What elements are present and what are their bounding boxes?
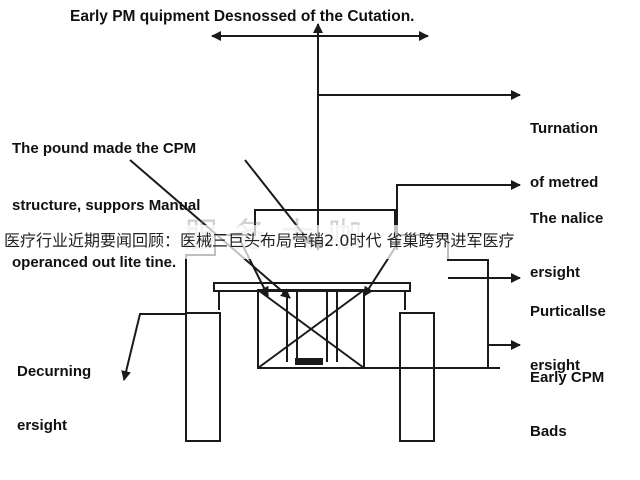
right-column [399, 312, 435, 442]
callout-early-cpm-bads: Early CPM Bads [530, 333, 604, 459]
diagram-title: Early PM quipment Desnossed of the Cutat… [70, 8, 415, 25]
callout-line: Bads [530, 423, 567, 440]
watermark-caption: 医疗行业近期要闻回顾：医械三巨头布局营销2.0时代 雀巢跨界进军医疗 [4, 231, 515, 250]
callout-line: of metred [530, 174, 599, 191]
callout-decurning: Decurning ersight [17, 327, 91, 453]
callout-nalice: The nalice ersight [530, 174, 603, 300]
callout-line: ersight [17, 417, 68, 434]
callout-turnation: Turnation of metred [530, 84, 598, 210]
inner-cage [257, 289, 365, 369]
cage-base-plate [295, 358, 323, 365]
callout-line: ersight [530, 264, 581, 281]
left-column [185, 312, 221, 442]
callout-line: Purticallse [530, 303, 606, 320]
watermark-band [0, 225, 640, 259]
callout-line: The pound made the CPM [12, 140, 197, 157]
callout-particalise: Purticallse ersight [530, 267, 606, 393]
decurning-leader [121, 313, 186, 381]
callout-line: Early CPM [530, 369, 605, 386]
callout-line: The nalice [530, 210, 604, 227]
cage-cross-2 [257, 289, 365, 369]
callout-line: structure, suppors Manual [12, 197, 201, 214]
callout-pound-made: The pound made the CPM structure, suppor… [12, 101, 200, 291]
callout-line: Turnation [530, 120, 599, 137]
callout-line: Decurning [17, 363, 92, 380]
callout-line: operanced out lite tine. [12, 254, 177, 271]
callout-line: ersight [530, 357, 581, 374]
